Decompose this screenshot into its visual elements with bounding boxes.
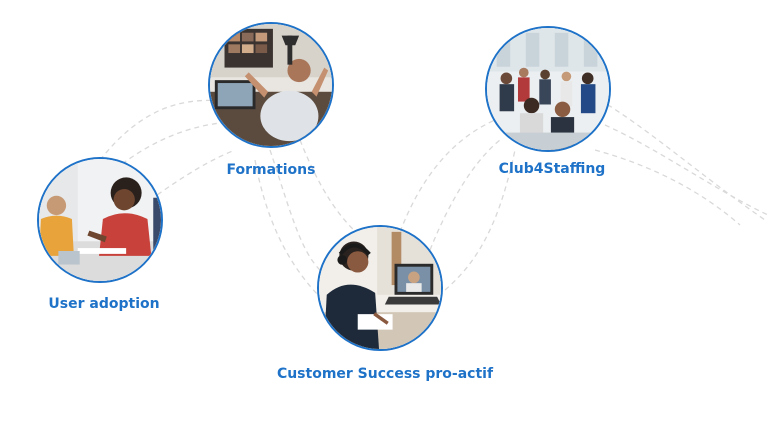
connector-line: [599, 99, 766, 221]
video-conference-photo-icon: [210, 24, 332, 146]
connector-line: [99, 99, 233, 161]
video-call-photo-icon: [319, 227, 441, 349]
connector-line: [444, 149, 516, 291]
formations-label: Formations: [226, 162, 316, 178]
club4staffing-photo: [485, 26, 611, 152]
connector-line: [429, 139, 501, 251]
connector-line: [594, 149, 741, 226]
connector-line: [269, 149, 321, 271]
user-adoption-label: User adoption: [48, 296, 160, 312]
connector-line: [149, 149, 236, 201]
club4staffing-label: Club4Staffing: [498, 161, 606, 177]
team-meeting-photo-icon: [39, 159, 161, 281]
networking-event-photo-icon: [487, 28, 609, 150]
connector-line: [107, 121, 231, 176]
customer-success-label: Customer Success pro-actif: [276, 366, 494, 382]
connector-line: [254, 159, 319, 296]
user-adoption-photo: [37, 157, 163, 283]
connector-line: [299, 139, 366, 241]
customer-success-photo: [317, 225, 443, 351]
connector-line: [604, 124, 768, 216]
formations-photo: [208, 22, 334, 148]
connector-line: [399, 119, 496, 233]
